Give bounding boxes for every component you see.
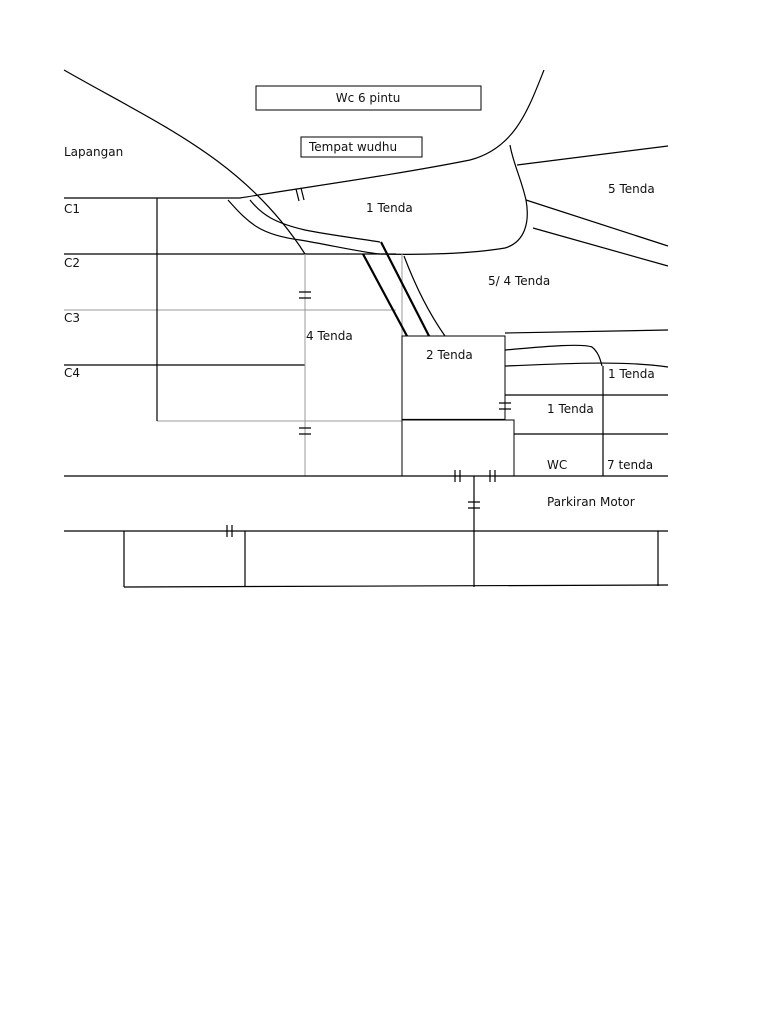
tenda-5-4-label: 5/ 4 Tenda [488,274,550,288]
diagonal-path-3 [403,255,446,337]
tenda-2-label: 2 Tenda [426,348,473,362]
wc-6-pintu-label: Wc 6 pintu [336,91,401,105]
gate-mark-block [499,402,511,410]
tenda-1-mid-label: 1 Tenda [547,402,594,416]
diagonal-path-1 [362,253,408,337]
gate-mark-road-1 [454,470,461,482]
road-curve-upper-left [63,69,306,255]
c2-label: C2 [64,256,80,270]
tenda-1-right-label: 1 Tenda [608,367,655,381]
road-curve-junction-2 [249,199,381,243]
wc-6-pintu-box: Wc 6 pintu [255,85,482,111]
road-curve-junction-1 [227,144,528,255]
tenda-7-label: 7 tenda [607,458,653,472]
tenda-5-label: 5 Tenda [608,182,655,196]
wc-label: WC [547,458,567,472]
c3-label: C3 [64,311,80,325]
tempat-wudhu-label: Tempat wudhu [308,140,397,154]
road-curve-upper-right [64,69,545,199]
c4-label: C4 [64,366,80,380]
gate-mark-mid-1 [299,291,311,299]
lower-block [401,419,515,477]
gate-mark-bottom [226,525,233,537]
diagonal-path-2 [380,241,430,337]
tenda-4-label: 4 Tenda [306,329,353,343]
parkiran-motor-label: Parkiran Motor [547,495,635,509]
lapangan-label: Lapangan [64,145,123,159]
c1-label: C1 [64,202,80,216]
right-road-top [504,329,669,334]
right-road-curve-2 [504,362,669,368]
right-road-curve-1 [504,344,603,367]
tempat-wudhu-box: Tempat wudhu [300,136,423,158]
road-right-diag-2 [532,227,669,267]
gate-mark-parking [468,501,480,509]
road-right-diag-1 [525,199,669,247]
road-right-upper [516,145,669,166]
gate-mark-mid-2 [299,427,311,435]
tenda-1-center-label: 1 Tenda [366,201,413,215]
gate-mark-road-2 [489,470,496,482]
gate-mark-top [295,187,305,202]
bottom-block-floor [123,584,669,588]
